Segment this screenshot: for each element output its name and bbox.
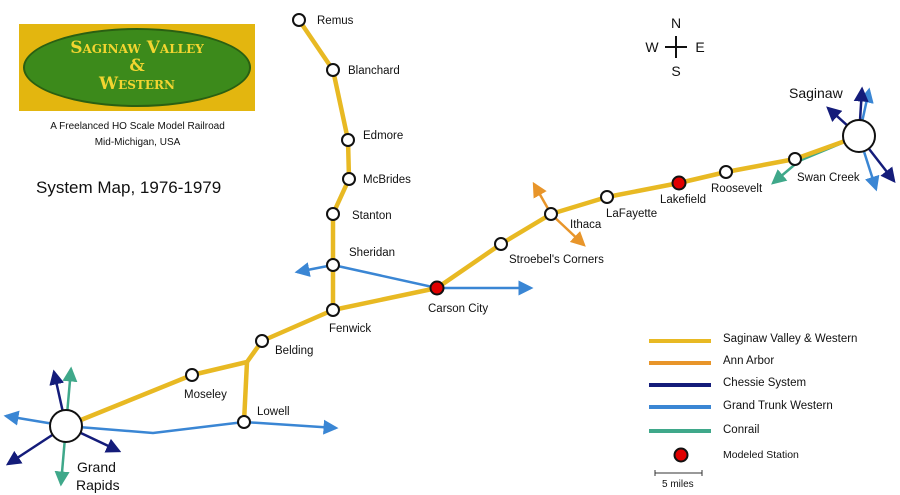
compass-s: S xyxy=(671,63,680,79)
label-roosevelt: Roosevelt xyxy=(711,183,763,195)
station-grand-rapids[interactable] xyxy=(49,409,83,443)
ann-arbor-line xyxy=(532,181,586,247)
legend-label-ann-arbor: Ann Arbor xyxy=(723,355,775,367)
label-remus: Remus xyxy=(317,15,354,27)
map-title: System Map, 1976-1979 xyxy=(36,178,222,197)
label-lowell: Lowell xyxy=(257,406,290,418)
label-blanchard: Blanchard xyxy=(348,65,400,77)
station-roosevelt[interactable] xyxy=(719,165,733,179)
scale-bar xyxy=(654,470,703,476)
station-remus[interactable] xyxy=(292,13,306,27)
subtitle-line2: Mid-Michigan, USA xyxy=(94,137,181,148)
legend-label-svw: Saginaw Valley & Western xyxy=(723,333,858,345)
station-blanchard[interactable] xyxy=(326,63,340,77)
legend-label-chessie: Chessie System xyxy=(723,377,807,389)
railroad-logo: Saginaw Valley & Western xyxy=(19,24,255,111)
station-swan-creek[interactable] xyxy=(788,152,802,166)
compass-w: W xyxy=(645,39,659,55)
logo-line2: & xyxy=(129,56,145,76)
label-saginaw: Saginaw xyxy=(789,85,844,101)
label-lafayette: LaFayette xyxy=(606,208,657,220)
legend-label-conrail: Conrail xyxy=(723,424,760,436)
label-carson-city: Carson City xyxy=(428,303,488,315)
logo-line3: Western xyxy=(99,74,175,94)
station-sheridan[interactable] xyxy=(326,258,340,272)
compass-n: N xyxy=(671,15,681,31)
station-ithaca[interactable] xyxy=(544,207,558,221)
label-belding: Belding xyxy=(275,345,313,357)
station-edmore[interactable] xyxy=(341,133,355,147)
station-lafayette[interactable] xyxy=(600,190,614,204)
compass-e: E xyxy=(695,39,704,55)
station-stanton[interactable] xyxy=(326,207,340,221)
legend-modeled-station-icon xyxy=(673,447,689,463)
legend-label-modeled-station: Modeled Station xyxy=(723,449,799,461)
label-stanton: Stanton xyxy=(352,210,392,222)
station-moseley[interactable] xyxy=(185,368,199,382)
label-moseley: Moseley xyxy=(184,389,227,401)
station-lowell[interactable] xyxy=(237,415,251,429)
station-stroebels-corners[interactable] xyxy=(494,237,508,251)
label-edmore: Edmore xyxy=(363,130,403,142)
label-stroebels-corners: Stroebel's Corners xyxy=(509,254,604,266)
scale-label: 5 miles xyxy=(662,479,694,490)
station-mcbrides[interactable] xyxy=(342,172,356,186)
station-fenwick[interactable] xyxy=(326,303,340,317)
label-fenwick: Fenwick xyxy=(329,323,371,335)
compass-rose: N S E W xyxy=(645,15,704,79)
station-labels: Remus Blanchard Edmore McBrides Stanton … xyxy=(76,15,860,493)
label-grand-rapids-2: Rapids xyxy=(76,477,120,493)
station-lakefield[interactable] xyxy=(671,175,687,191)
label-grand-rapids-1: Grand xyxy=(77,459,116,475)
subtitle-line1: A Freelanced HO Scale Model Railroad xyxy=(50,121,225,132)
station-carson-city[interactable] xyxy=(429,280,445,296)
legend-label-gtw: Grand Trunk Western xyxy=(723,400,833,412)
station-saginaw[interactable] xyxy=(842,119,876,153)
label-swan-creek: Swan Creek xyxy=(797,172,860,184)
logo-line1: Saginaw Valley xyxy=(70,38,204,58)
label-sheridan: Sheridan xyxy=(349,247,395,259)
label-mcbrides: McBrides xyxy=(363,174,411,186)
label-ithaca: Ithaca xyxy=(570,219,602,231)
label-lakefield: Lakefield xyxy=(660,194,706,206)
station-markers xyxy=(49,13,876,443)
legend-swatches xyxy=(649,339,711,476)
station-belding[interactable] xyxy=(255,334,269,348)
